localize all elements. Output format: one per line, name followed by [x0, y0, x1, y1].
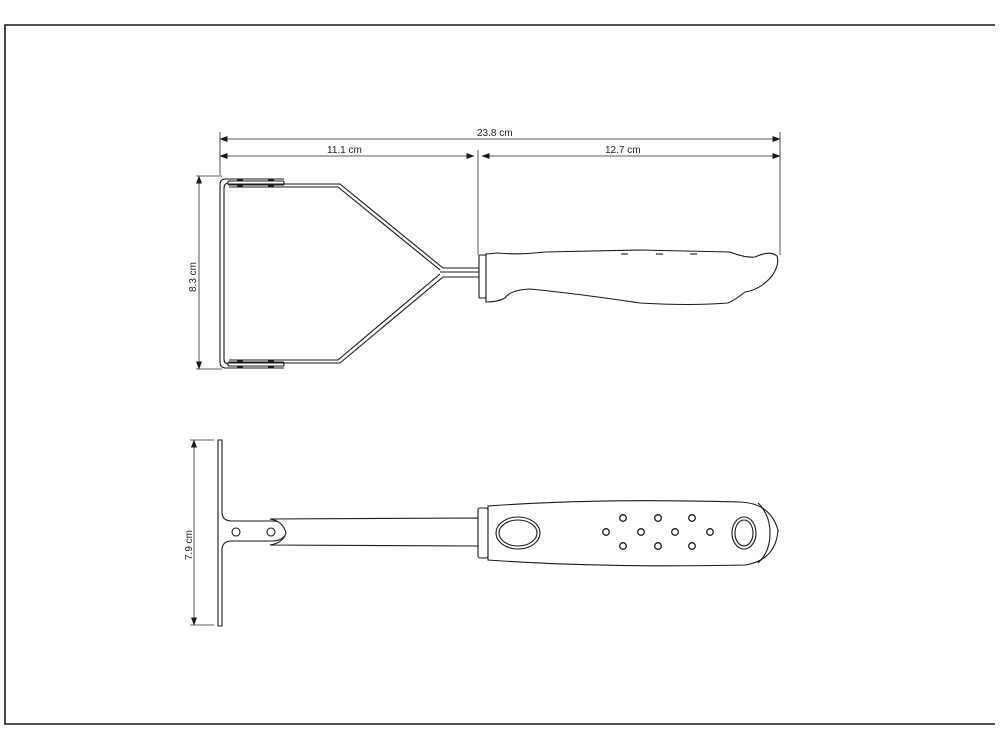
top-view: 7.9 cm — [184, 439, 779, 627]
dimension-handle-length: 12.7 cm — [481, 145, 781, 159]
drawing-frame — [4, 24, 995, 725]
handle-body-side — [485, 249, 779, 306]
masher-wire-v-inner-bottom — [229, 273, 441, 361]
handle-ferrule-top — [477, 507, 489, 559]
dimension-label-head: 11.1 cm — [327, 145, 362, 156]
dimension-label-width: 7.9 cm — [184, 530, 195, 560]
dimension-head-height: 8.3 cm — [188, 175, 222, 370]
masher-blade-top — [217, 439, 287, 627]
masher-shaft — [269, 517, 479, 547]
masher-wire-v-inner — [229, 186, 441, 271]
handle-grip-dots — [602, 514, 714, 550]
handle-end-cap-line — [757, 502, 771, 564]
handle-body-top — [487, 500, 779, 567]
dimension-overall-length: 23.8 cm — [219, 128, 781, 255]
dimension-head-length: 11.1 cm — [219, 145, 479, 255]
dimension-head-width: 7.9 cm — [184, 439, 214, 626]
handle-thumb-recess — [495, 516, 541, 550]
side-view: 23.8 cm 11.1 cm 12.7 cm 8.3 cm — [188, 128, 781, 370]
masher-wire-bracket-inner — [223, 182, 284, 365]
masher-wire-v-outer — [229, 183, 481, 269]
handle-hanging-hole — [731, 516, 757, 550]
dimension-label-overall: 23.8 cm — [477, 128, 513, 139]
rivet-hole — [231, 527, 241, 537]
handle-ferrule — [478, 254, 487, 299]
rivets — [237, 178, 274, 369]
masher-wire-v-outer-bottom — [229, 276, 481, 364]
masher-wire-bracket — [219, 178, 284, 369]
dimension-label-height: 8.3 cm — [188, 262, 199, 292]
rivet-hole — [266, 527, 276, 537]
dimension-label-handle: 12.7 cm — [605, 145, 641, 156]
